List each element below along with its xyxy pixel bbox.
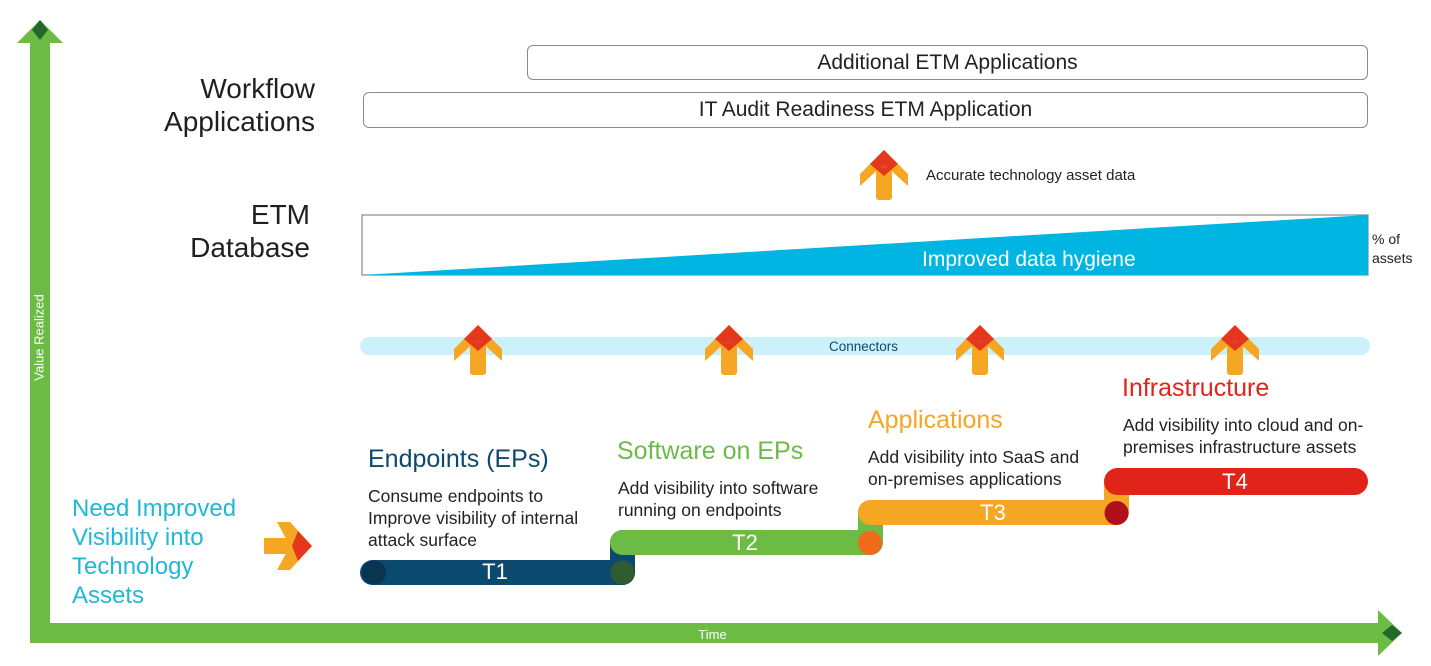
workflow-layer-label: Workflow Applications xyxy=(164,73,315,137)
t3-bar xyxy=(858,500,1128,525)
t2-label: T2 xyxy=(732,530,758,555)
t4-label: T4 xyxy=(1222,469,1248,494)
y-axis-arrow-icon xyxy=(17,20,63,43)
stage-applications-title: Applications xyxy=(868,406,1003,434)
stage-endpoints-desc: Consume endpoints to Improve visibility … xyxy=(368,486,579,550)
connector-arrow-icon xyxy=(454,325,502,375)
stage-endpoints-title: Endpoints (EPs) xyxy=(368,445,549,473)
connectors-label: Connectors xyxy=(829,339,899,354)
hygiene-wedge xyxy=(362,215,1368,275)
stage-infrastructure-title: Infrastructure xyxy=(1122,374,1270,402)
staircase xyxy=(360,468,1368,585)
stage-software-title: Software on EPs xyxy=(617,437,804,465)
connector-arrow-icon xyxy=(1211,325,1259,375)
stage-software-desc: Add visibility into software running on … xyxy=(618,478,819,520)
t2-bar xyxy=(610,530,882,555)
x-axis xyxy=(30,623,1390,643)
accurate-data-arrow-icon xyxy=(860,150,908,200)
connector-arrow-icon xyxy=(956,325,1004,375)
y-axis-label: Value Realized xyxy=(31,294,47,381)
additional-apps-box: Additional ETM Applications xyxy=(527,45,1368,80)
x-axis-arrow-icon xyxy=(1378,610,1402,656)
stage-applications-desc: Add visibility into SaaS and on-premises… xyxy=(868,447,1080,489)
t4-bar xyxy=(1104,468,1368,495)
audit-app-box: IT Audit Readiness ETM Application xyxy=(363,92,1368,128)
t1-bar xyxy=(360,560,635,585)
hygiene-label: Improved data hygiene xyxy=(922,248,1136,271)
t3-label: T3 xyxy=(980,500,1006,525)
y-axis xyxy=(30,38,50,643)
connectors-bar xyxy=(360,337,1370,355)
percent-assets-note: % of assets xyxy=(1372,231,1413,266)
stage-infrastructure-desc: Add visibility into cloud and on-premise… xyxy=(1123,415,1364,457)
database-layer-label: ETM Database xyxy=(190,199,310,263)
need-statement: Need Improved Visibility into Technology… xyxy=(72,495,237,609)
t1-label: T1 xyxy=(482,559,508,584)
need-arrow-icon xyxy=(264,522,312,570)
accurate-data-label: Accurate technology asset data xyxy=(926,167,1136,184)
connector-arrow-icon xyxy=(705,325,753,375)
x-axis-label: Time xyxy=(698,627,727,642)
